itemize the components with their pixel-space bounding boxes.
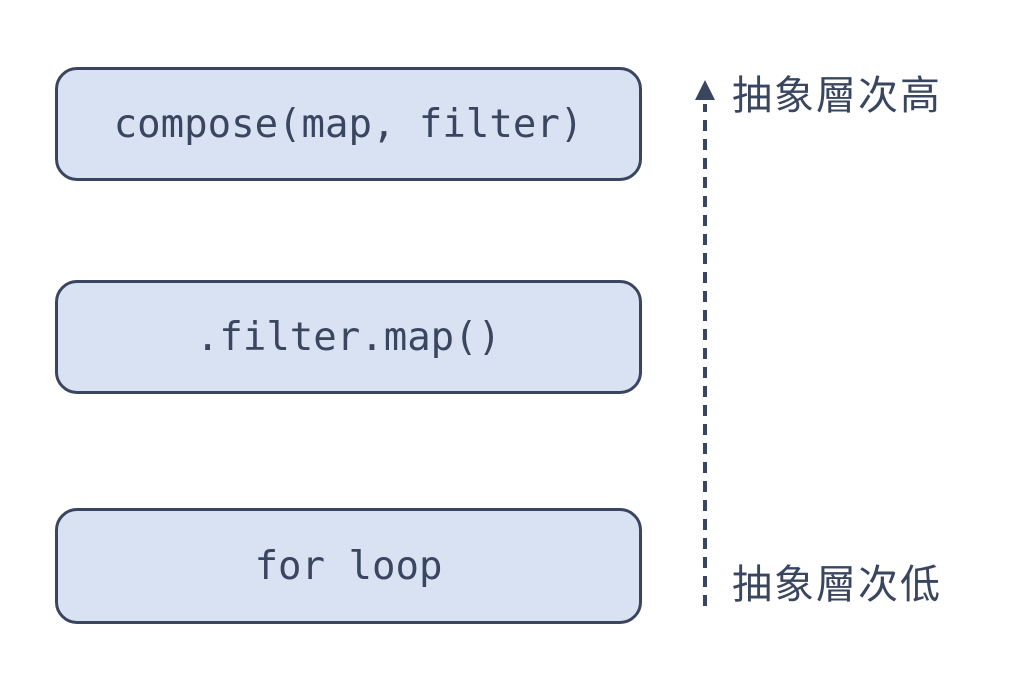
up-arrowhead-icon: [695, 80, 715, 100]
abstraction-box-compose: compose(map, filter): [55, 67, 642, 181]
abstraction-box-for-loop: for loop: [55, 508, 642, 624]
box-label-for-loop: for loop: [254, 543, 443, 589]
axis-label-low-abstraction: 抽象層次低: [732, 562, 942, 608]
box-label-filter-map: .filter.map(): [195, 314, 502, 360]
box-label-compose: compose(map, filter): [113, 101, 584, 147]
axis-label-high-abstraction: 抽象層次高: [732, 73, 942, 119]
abstraction-box-filter-map: .filter.map(): [55, 280, 642, 394]
